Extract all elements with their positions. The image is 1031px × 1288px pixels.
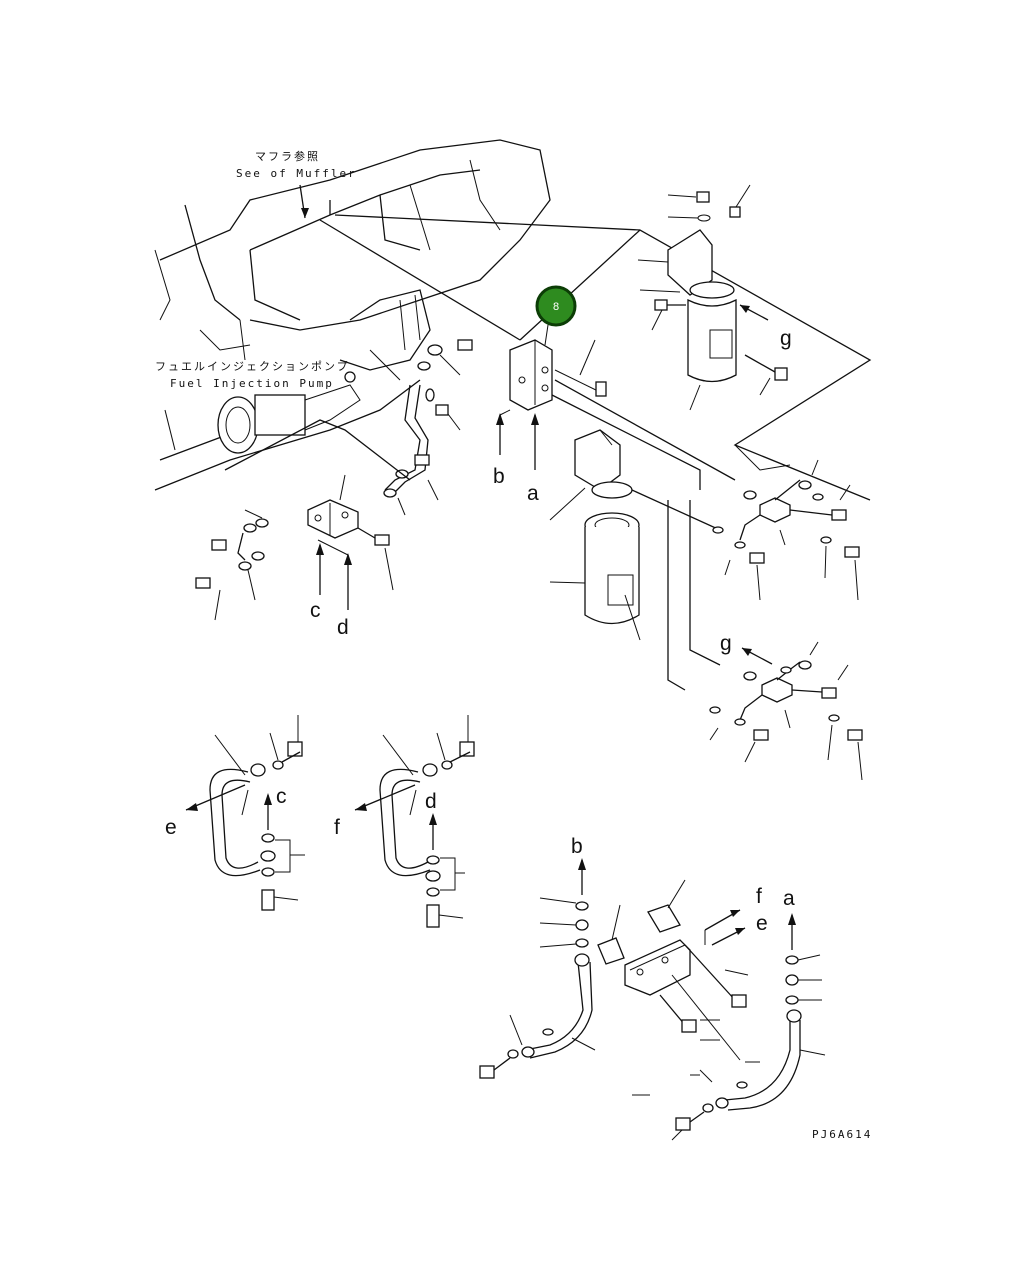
letter-c-lower: c [276, 785, 287, 808]
callout-badge-8[interactable]: 8 [535, 285, 577, 327]
letter-d-upper: d [337, 616, 349, 639]
muffler-label-jp: マフラ参照 [255, 149, 320, 163]
center-fuel-filter [549, 429, 641, 641]
drawing-code: PJ6A614 [812, 1128, 872, 1141]
letter-a-upper: a [527, 482, 539, 505]
letter-e-lower: e [756, 912, 768, 935]
letter-g-lower: g [720, 632, 732, 655]
letter-f-left: f [334, 816, 340, 839]
muffler-label-en: See of Muffler [236, 167, 357, 180]
connector-block-left [195, 419, 411, 621]
letter-f-lower: f [756, 885, 762, 908]
fuel-injection-pump [154, 371, 421, 491]
engine-block [154, 139, 551, 371]
pump-label-jp: フュエルインジェクションポンプ [155, 360, 350, 373]
muffler-reference-line [299, 184, 641, 341]
letter-b-upper: b [493, 465, 505, 488]
pipe-assembly-e-c [185, 715, 305, 911]
upper-fuel-filter-assembly [519, 184, 872, 501]
pipe-assembly-f-d [354, 715, 475, 928]
pump-label-en: Fuel Injection Pump [170, 377, 334, 390]
letter-g-upper: g [780, 327, 792, 350]
right-banjo-assembly-lower [709, 641, 863, 781]
return-line-manifold [551, 379, 736, 691]
letter-d-lower: d [425, 790, 437, 813]
letter-c-upper: c [310, 599, 321, 622]
right-banjo-assembly-upper [712, 444, 860, 601]
connector-block-center [496, 324, 607, 470]
bottom-mount-assembly [479, 858, 826, 1141]
badge-number: 8 [553, 301, 559, 313]
letter-b-lower: b [571, 835, 583, 858]
letter-a-lower: a [783, 887, 795, 910]
letter-e-left: e [165, 816, 177, 839]
